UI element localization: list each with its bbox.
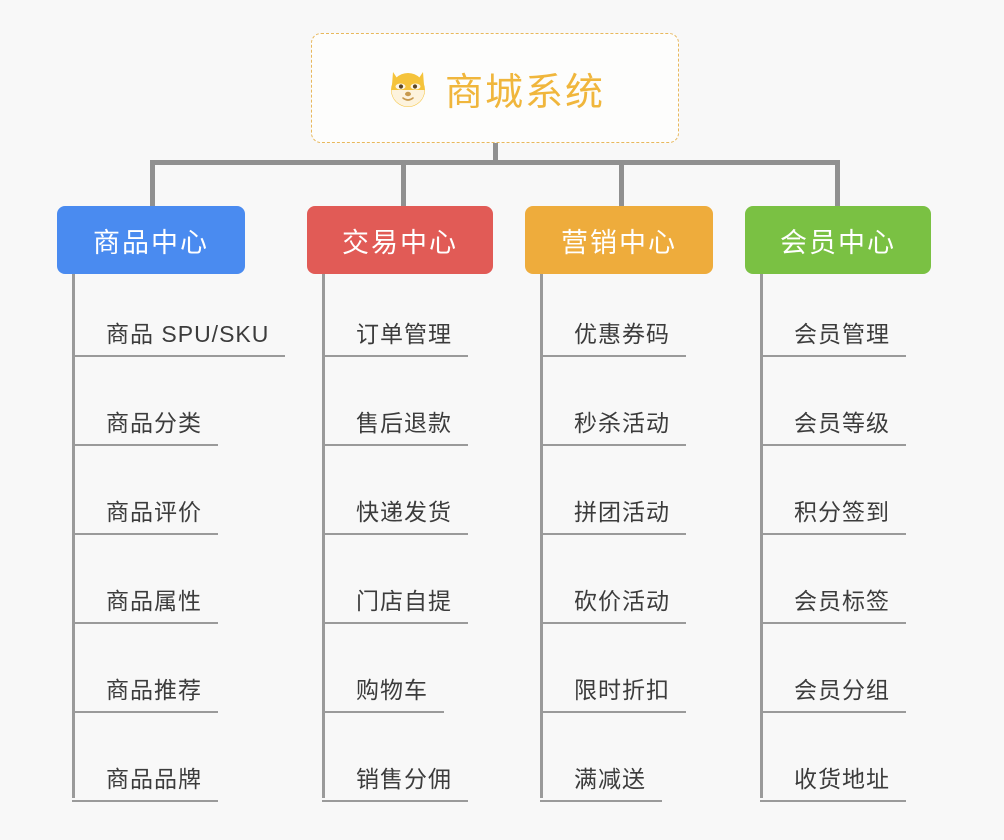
connector-drop-4 [835,160,840,208]
leaf-label: 优惠券码 [574,321,670,347]
leaf-label: 商品 SPU/SKU [106,321,270,347]
category-label-1: 商品中心 [93,227,209,258]
connector-horizontal-bus [150,160,840,165]
connector-drop-1 [150,160,155,208]
leaf-label: 商品属性 [106,588,202,614]
leaf-label: 售后退款 [356,410,452,436]
category-label-2: 交易中心 [342,227,458,258]
connector-root-stem [493,143,498,164]
leaf-label: 会员分组 [794,677,890,703]
leaf-label: 商品推荐 [106,677,202,703]
root-node[interactable]: 商城系统 [311,33,679,143]
leaf-label: 门店自提 [356,588,452,614]
leaf-label: 秒杀活动 [574,410,670,436]
column-trunk-3 [540,274,543,798]
leaf-label: 商品分类 [106,410,202,436]
leaf-label: 会员管理 [794,321,890,347]
leaf-label: 满减送 [574,766,646,792]
leaf-label: 会员等级 [794,410,890,436]
column-trunk-1 [72,274,75,798]
leaf-label: 快递发货 [356,499,452,525]
column-trunk-2 [322,274,325,798]
leaf-label: 销售分佣 [356,766,452,792]
leaf-label: 订单管理 [356,321,452,347]
category-box-1[interactable]: 商品中心 [57,206,245,274]
category-box-2[interactable]: 交易中心 [307,206,493,274]
leaf-label: 会员标签 [794,588,890,614]
shiba-dog-icon [385,65,431,111]
column-trunk-4 [760,274,763,798]
connector-drop-3 [619,160,624,208]
category-label-3: 营销中心 [561,227,677,258]
leaf-label: 积分签到 [794,499,890,525]
leaf-label: 商品评价 [106,499,202,525]
category-label-4: 会员中心 [780,227,896,258]
root-label: 商城系统 [444,71,605,114]
leaf-label: 收货地址 [794,766,890,792]
category-box-4[interactable]: 会员中心 [745,206,931,274]
leaf-label: 限时折扣 [574,677,670,703]
leaf-label: 砍价活动 [574,588,670,614]
connector-drop-2 [401,160,406,208]
leaf-label: 商品品牌 [106,766,202,792]
category-box-3[interactable]: 营销中心 [525,206,713,274]
leaf-label: 购物车 [356,677,428,703]
leaf-label: 拼团活动 [574,499,670,525]
